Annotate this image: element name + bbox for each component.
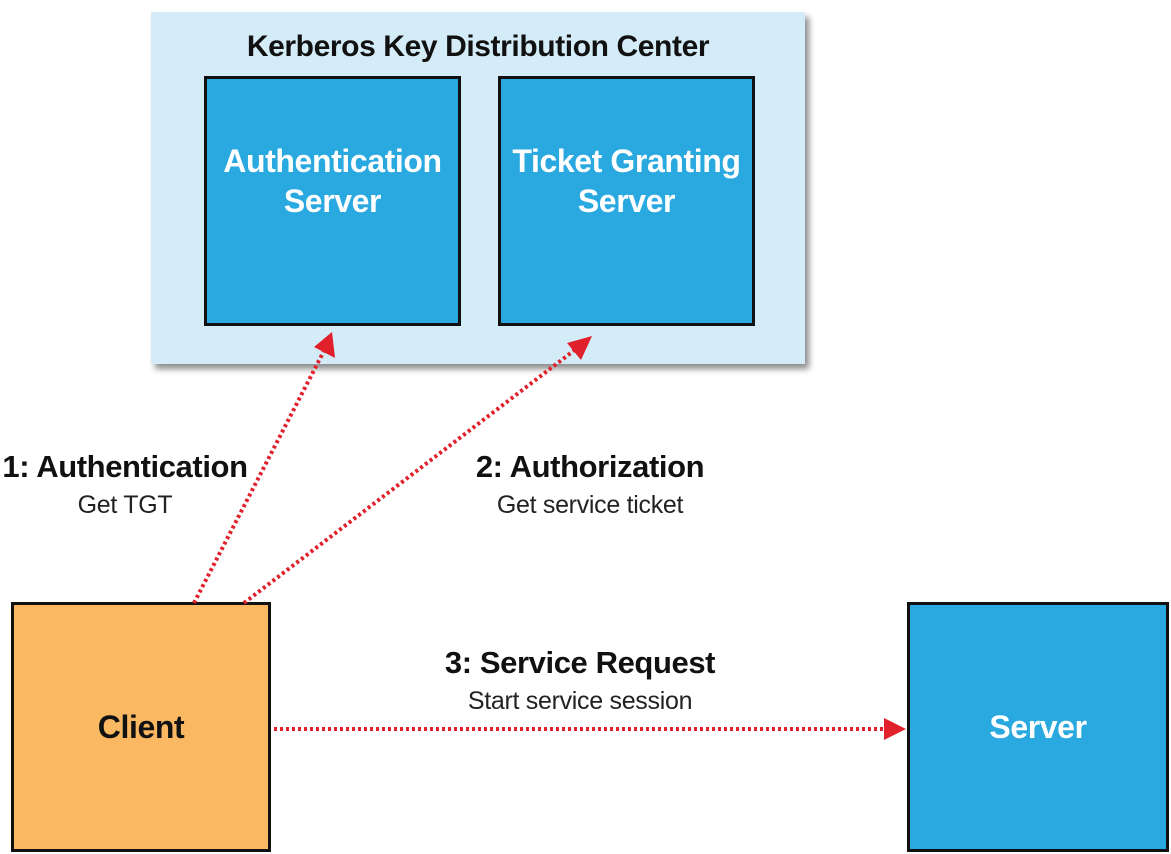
authorization-arrowhead: [567, 336, 592, 360]
step-authentication-subtitle: Get TGT: [77, 491, 173, 519]
client-label: Client: [97, 709, 185, 745]
step-authorization-title: 2: Authorization: [475, 449, 705, 484]
service-request-arrowhead: [884, 718, 906, 740]
ticket-granting-server-box: Ticket Granting Server: [498, 76, 755, 326]
server-label: Server: [989, 709, 1087, 745]
step-authentication-title: 1: Authentication: [2, 449, 248, 484]
step-service-request-subtitle: Start service session: [467, 687, 693, 715]
authorization-arrow: [242, 347, 578, 605]
server-box: Server: [907, 602, 1169, 852]
authentication-arrow: [192, 344, 329, 604]
authentication-server-box: Authentication Server: [204, 76, 461, 326]
authentication-arrowhead: [314, 332, 335, 358]
authentication-server-label: Authentication Server: [223, 143, 442, 219]
step-authorization-subtitle: Get service ticket: [496, 491, 684, 519]
kdc-title: Kerberos Key Distribution Center: [246, 30, 710, 63]
ticket-granting-server-label: Ticket Granting Server: [512, 143, 741, 219]
step-service-request-title: 3: Service Request: [444, 645, 716, 680]
client-box: Client: [11, 602, 271, 852]
